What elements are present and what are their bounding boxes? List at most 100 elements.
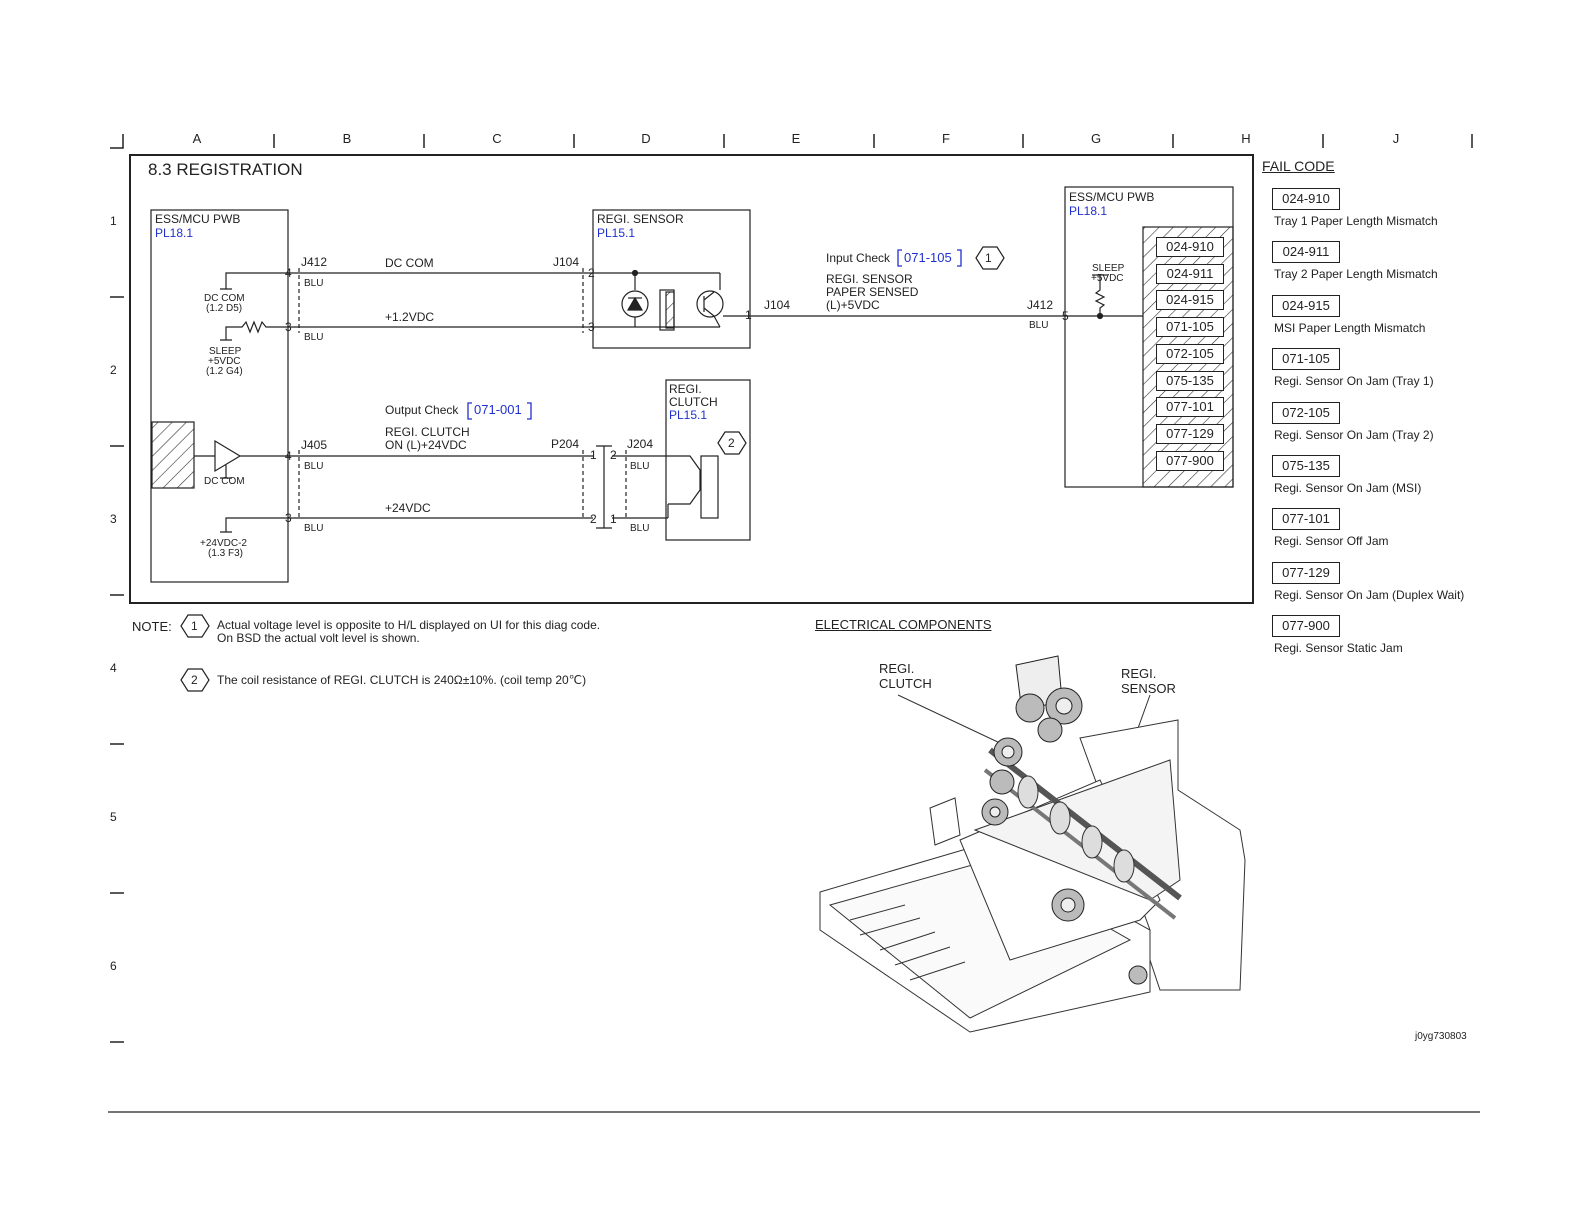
regi-sensor-ref: PL15.1 [597,226,636,240]
right-sleep-2: +5VDC [1091,273,1124,284]
conn-j104-top: J104 [553,255,580,269]
pin-4a: 4 [285,266,292,280]
signal-1v2: +1.2VDC [385,310,435,324]
clutch-on-1: REGI. CLUTCH [385,425,470,439]
column-letter-a: A [192,131,202,146]
note-label: NOTE: [132,619,172,634]
row-number-6: 6 [110,959,117,973]
stack-code-box: 071-105 [1156,317,1224,338]
wire-color-6: BLU [630,461,650,472]
components-clutch-2: CLUTCH [879,676,932,691]
clutch-on-2: ON (L)+24VDC [385,438,467,452]
fail-code-desc: Regi. Sensor On Jam (Tray 2) [1274,427,1434,442]
marker-1-text: 1 [985,251,992,265]
regi-sensed-3: (L)+5VDC [826,298,880,312]
input-check-label: Input Check [826,251,891,265]
marker-hex-2 [717,431,747,455]
stack-code-box: 075-135 [1156,370,1224,391]
column-letter-g: G [1090,131,1102,146]
conn-j405: J405 [301,438,328,452]
conn-p204: P204 [551,437,580,451]
pin-1: 1 [745,308,752,322]
stack-code-box: 072-105 [1156,343,1224,364]
regi-sensed-1: REGI. SENSOR [826,272,913,286]
stack-code-box: 077-101 [1156,397,1224,418]
column-letter-d: D [641,131,651,146]
fail-code-desc: Tray 2 Paper Length Mismatch [1274,267,1438,282]
top-tick-marks [110,134,1473,149]
note1-line1: Actual voltage level is opposite to H/L … [217,618,601,632]
fail-code-box: 072-105 [1272,401,1340,424]
note2-text: The coil resistance of REGI. CLUTCH is 2… [217,673,587,687]
column-letter-e: E [791,131,801,146]
stack-code-box: 024-915 [1156,290,1224,311]
fail-code-desc: Regi. Sensor On Jam (MSI) [1274,481,1422,495]
pin-2c: 2 [590,512,597,526]
stack-code-box: 077-129 [1156,423,1224,444]
left-sleep: SLEEP [209,346,242,357]
conn-j412-right: J412 [1027,298,1054,312]
fail-code-desc: Regi. Sensor On Jam (Duplex Wait) [1274,587,1465,602]
components-sensor-2: SENSOR [1121,681,1176,696]
row-number-4: 4 [110,661,117,675]
left-dccom2: DC COM [204,476,245,487]
signal-24v: +24VDC [385,501,431,515]
stack-code-box: 024-911 [1156,263,1224,284]
diagram-border [129,154,1254,604]
left-24v2-ref: (1.3 F3) [208,548,244,559]
fail-code-box: 024-915 [1272,294,1340,317]
mcu-left-ref: PL18.1 [155,226,194,240]
regi-sensed-2: PAPER SENSED [826,285,919,299]
row-number-3: 3 [110,512,117,526]
row-number-1: 1 [110,214,117,228]
output-check-label: Output Check [385,403,459,417]
pin-1b: 1 [590,448,597,462]
wire-color-2: BLU [304,332,324,343]
left-sleep-ref: (1.2 G4) [206,366,243,377]
column-letter-h: H [1241,131,1251,146]
note1-line2: On BSD the actual volt level is shown. [217,631,420,645]
wire-color-4: BLU [304,461,324,472]
conn-j104-right: J104 [764,298,791,312]
figure-id: j0yg730803 [1415,1031,1467,1042]
fail-code-box: 071-105 [1272,348,1340,371]
diagram-title: 8.3 REGISTRATION [148,160,303,179]
stack-code-box: 077-900 [1156,450,1224,471]
mcu-right-ref: PL18.1 [1069,204,1108,218]
mcu-right-name: ESS/MCU PWB [1069,190,1155,204]
stack-code-box: 024-910 [1156,237,1224,257]
column-letter-j: J [1392,131,1400,146]
wire-color-7: BLU [630,523,650,534]
right-sleep-1: SLEEP [1092,263,1125,274]
left-sleep-v: +5VDC [208,356,241,367]
pin-2b: 2 [610,448,617,462]
input-check-code: 071-105 [904,250,952,265]
fail-code-desc: Regi. Sensor Off Jam [1274,534,1389,549]
row-number-2: 2 [110,363,117,377]
column-letter-c: C [492,131,502,146]
note2-marker: 2 [191,673,198,687]
note1-marker: 1 [191,619,198,633]
signal-dc-com: DC COM [385,256,434,270]
output-check-code: 071-001 [474,402,522,417]
regi-clutch-box [665,379,751,541]
mcu-left-name: ESS/MCU PWB [155,212,241,226]
wire-color-5: BLU [304,523,324,534]
fail-code-box: 077-900 [1272,615,1340,638]
fail-code-desc: Regi. Sensor On Jam (Tray 1) [1274,374,1434,389]
note1-hex [180,614,210,638]
column-letter-f: F [942,131,950,146]
fail-code-box: 075-135 [1272,455,1340,477]
left-tick-marks [110,296,124,1043]
fail-code-box: 077-129 [1272,561,1340,584]
left-24v2: +24VDC-2 [200,538,247,549]
left-dccom1: DC COM [204,293,245,304]
wire-color-1: BLU [304,278,324,289]
components-sensor-1: REGI. [1121,666,1157,681]
pin-1c: 1 [610,512,617,526]
fail-code-desc: Regi. Sensor Static Jam [1274,641,1403,656]
conn-j412-left: J412 [301,255,328,269]
conn-j204: J204 [627,437,654,451]
